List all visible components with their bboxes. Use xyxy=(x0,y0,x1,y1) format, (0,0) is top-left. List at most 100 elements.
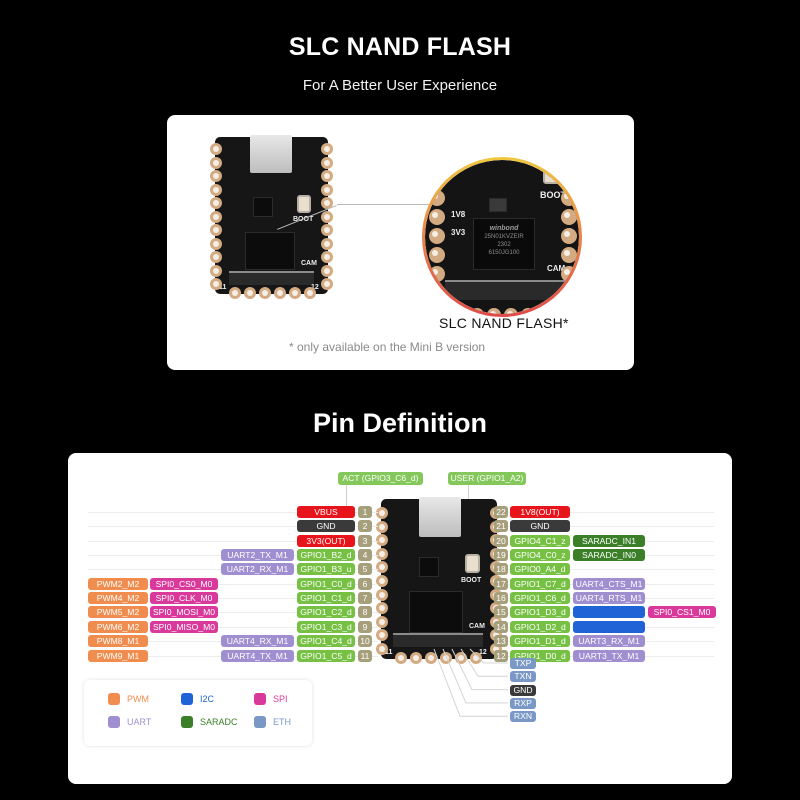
pin-number: 14 xyxy=(494,620,508,633)
chip-brand: winbond xyxy=(489,225,519,232)
legend-swatch xyxy=(254,693,266,705)
boot-button-zoomed xyxy=(543,160,565,184)
pin-guide-line xyxy=(88,626,378,628)
nand-zoom-circle: winbond 25N01KVZEIR 2302 6150JG100 BOOT … xyxy=(422,157,582,317)
pin-name: GPIO1_B2_d xyxy=(297,549,355,562)
camera-connector-zoomed xyxy=(445,280,567,300)
pin-guide-line xyxy=(88,526,378,528)
legend-swatch xyxy=(181,716,193,728)
castellated-pad xyxy=(210,224,222,236)
regulator-chip xyxy=(489,198,507,212)
pin-guide-line xyxy=(88,612,378,614)
boot-silkscreen-zoomed: BOOT xyxy=(540,190,566,200)
pin-guide-line xyxy=(88,583,378,585)
castellated-pad xyxy=(470,308,484,314)
pin-name: GPIO1_C2_d xyxy=(297,606,355,619)
pin-number: 19 xyxy=(494,549,508,562)
pin-name: GPIO4_C1_z xyxy=(510,534,570,547)
castellated-pad xyxy=(210,183,222,196)
alt-function-spi: SPI0_CLK_M0 xyxy=(150,592,218,605)
legend-label: UART xyxy=(127,717,152,727)
castellated-pad xyxy=(429,285,445,301)
castellated-pad xyxy=(321,210,333,223)
castellated-pad xyxy=(429,190,445,206)
pin-number: 17 xyxy=(494,577,508,590)
nand-card: BOOT CAM 11 12 winbond 25N01KVZEIR 2302 … xyxy=(165,113,636,372)
act-led-label: ACT (GPIO3_C6_d) xyxy=(338,472,423,485)
castellated-pad xyxy=(429,247,445,263)
pin-name: GPIO1_C5_d xyxy=(297,649,355,662)
castellated-pad xyxy=(376,575,388,587)
boot-button-image xyxy=(465,554,480,573)
castellated-pad xyxy=(453,308,467,314)
castellated-pad xyxy=(376,520,388,533)
soc-chip xyxy=(419,557,439,577)
castellated-pad xyxy=(274,287,286,299)
pin-name: GPIO1_B3_u xyxy=(297,563,355,576)
pin-number: 22 xyxy=(494,506,508,518)
alt-function-pwm: PWM4_M2 xyxy=(88,592,148,605)
pin-guide-line xyxy=(88,598,378,600)
castellated-pad xyxy=(555,308,569,314)
pin-name: GPIO1_C7_d xyxy=(510,577,570,590)
legend-swatch xyxy=(108,716,120,728)
pin-name: 1V8(OUT) xyxy=(510,506,570,518)
user-led-line xyxy=(468,483,469,507)
castellated-pad xyxy=(229,287,241,299)
castellated-pad xyxy=(504,308,518,314)
alt-function-uart: UART4_RTS_M1 xyxy=(573,592,645,605)
pin-guide-line xyxy=(88,512,378,513)
alt-function-uart: UART2_RX_M1 xyxy=(221,563,294,576)
castellated-pad xyxy=(425,652,437,664)
castellated-pad xyxy=(440,652,452,664)
eth-pin-txn: TXN xyxy=(510,671,536,683)
castellated-pad xyxy=(244,287,256,299)
pin-number: 15 xyxy=(494,606,508,619)
pin-number: 3 xyxy=(358,534,372,547)
castellated-pad xyxy=(538,308,552,314)
pin-number: 6 xyxy=(358,577,372,590)
castellated-pad xyxy=(470,652,482,664)
pin-name: GND xyxy=(297,520,355,533)
alt-function-uart: UART4_TX_M1 xyxy=(221,649,294,662)
castellated-pad xyxy=(210,197,222,209)
castellated-pad xyxy=(259,287,271,299)
castellated-pad xyxy=(561,190,577,206)
pin-name: GPIO1_C1_d xyxy=(297,592,355,605)
pin-name: GPIO1_D3_d xyxy=(510,606,570,619)
alt-function-uart: UART4_RX_M1 xyxy=(221,635,294,648)
pin-name: GPIO1_D2_d xyxy=(510,620,570,633)
pin-number: 1 xyxy=(358,506,372,518)
pin-name: GPIO1_C0_d xyxy=(297,577,355,590)
pin11-silkscreen: 11 xyxy=(385,649,393,656)
legend-swatch xyxy=(181,693,193,705)
pin-guide-line xyxy=(88,540,378,542)
soc-chip xyxy=(253,197,273,217)
cam-silkscreen-zoomed: CAM xyxy=(547,264,566,273)
pin-number: 16 xyxy=(494,592,508,605)
pin-number: 20 xyxy=(494,534,508,547)
castellated-pad xyxy=(321,251,333,263)
3v3-silkscreen: 3V3 xyxy=(451,228,466,237)
chip-part: 25N01KVZEIR xyxy=(484,234,524,240)
castellated-pad xyxy=(395,652,407,664)
availability-footnote: * only available on the Mini B version xyxy=(289,340,486,354)
pin-number: 8 xyxy=(358,606,372,619)
alt-function-pwm: PWM9_M1 xyxy=(88,649,148,662)
pin-number: 4 xyxy=(358,549,372,562)
castellated-pad xyxy=(376,643,388,655)
pin-name: 3V3(OUT) xyxy=(297,534,355,547)
nand-chip xyxy=(409,591,463,633)
eth-pin-rxp: RXP xyxy=(510,697,536,709)
cam-silkscreen: CAM xyxy=(469,623,485,630)
castellated-pad xyxy=(561,266,577,282)
castellated-pad xyxy=(321,237,333,250)
castellated-pad xyxy=(210,251,222,263)
castellated-pad xyxy=(321,264,333,277)
pin-number: 11 xyxy=(358,649,372,662)
castellated-pad xyxy=(376,629,388,642)
castellated-pad xyxy=(210,237,222,250)
pin-number: 18 xyxy=(494,563,508,576)
legend-label: SARADC xyxy=(200,717,238,727)
